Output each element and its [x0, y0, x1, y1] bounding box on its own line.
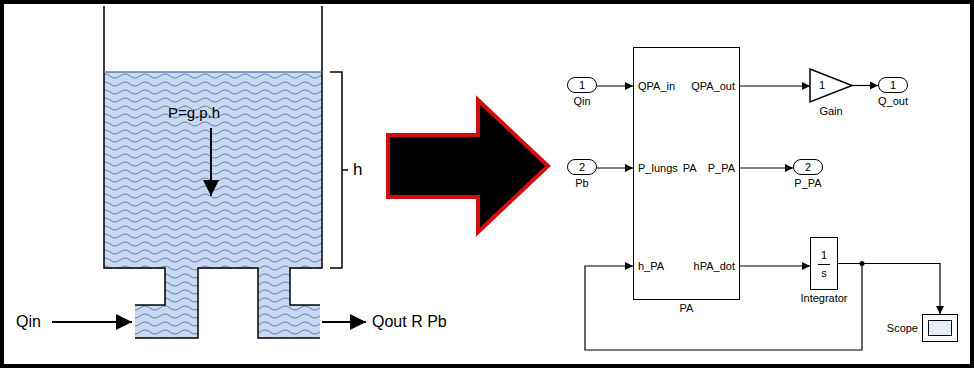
junction-dot: [860, 261, 865, 266]
gain-value: 1: [819, 78, 825, 92]
block-mask-name: PA: [683, 161, 697, 175]
block-name: PA: [680, 301, 694, 315]
signal-line: [740, 85, 810, 86]
port-number: 1: [568, 78, 596, 92]
inflow-label: Qin: [16, 313, 41, 331]
input-port-label: QPA_in: [638, 79, 675, 93]
port-name: Qin: [573, 94, 590, 108]
signal-line: [740, 167, 793, 168]
inflow-arrow: [52, 321, 132, 323]
port-name: Pb: [575, 176, 588, 190]
gain-triangle: 1Gain: [810, 69, 852, 102]
block-name: Integrator: [800, 291, 847, 305]
block-name: Scope: [887, 321, 918, 335]
transform-arrow: [388, 100, 548, 232]
signal-line: [597, 85, 633, 86]
integrator-block: 1sIntegrator: [810, 237, 838, 290]
inport-oval: 2Pb: [567, 159, 597, 175]
signal-line: [597, 167, 633, 168]
outport-oval: 1Q_out: [878, 77, 908, 93]
scope-screen: [928, 320, 952, 336]
port-name: Q_out: [878, 94, 908, 108]
inport-oval: 1Qin: [567, 77, 597, 93]
output-port-label: QPA_out: [691, 79, 735, 93]
port-number: 2: [794, 160, 822, 174]
port-name: P_PA: [794, 176, 821, 190]
subsystem-block: QPA_inP_lungsPAh_PAQPA_outP_PAhPA_dotPA: [633, 47, 740, 300]
transfer-numerator: 1: [811, 248, 837, 262]
pressure-arrow: [210, 128, 212, 196]
signal-line: [740, 265, 810, 266]
output-port-label: P_PA: [708, 161, 735, 175]
outport-oval: 2P_PA: [793, 159, 823, 175]
pressure-formula: P=g.p.h: [168, 104, 220, 122]
scope-block: Scope: [922, 314, 958, 342]
input-port-label: P_lungs: [638, 161, 678, 175]
output-port-label: hPA_dot: [694, 259, 735, 273]
tank-walls: [104, 6, 322, 338]
input-port-label: h_PA: [638, 259, 664, 273]
height-label: h: [353, 160, 362, 180]
outflow-arrow: [322, 321, 366, 323]
water-tank: P=g.p.h: [106, 74, 320, 266]
gain-outline: [810, 69, 852, 102]
block-name: Gain: [819, 104, 842, 118]
port-number: 1: [879, 78, 907, 92]
transfer-denominator: s: [811, 266, 837, 280]
signal-line: [852, 85, 878, 86]
outflow-label: Qout R Pb: [372, 313, 447, 331]
fraction-bar: [818, 264, 830, 265]
signal-line: [838, 264, 940, 315]
port-number: 2: [568, 160, 596, 174]
height-bracket: [330, 72, 348, 268]
